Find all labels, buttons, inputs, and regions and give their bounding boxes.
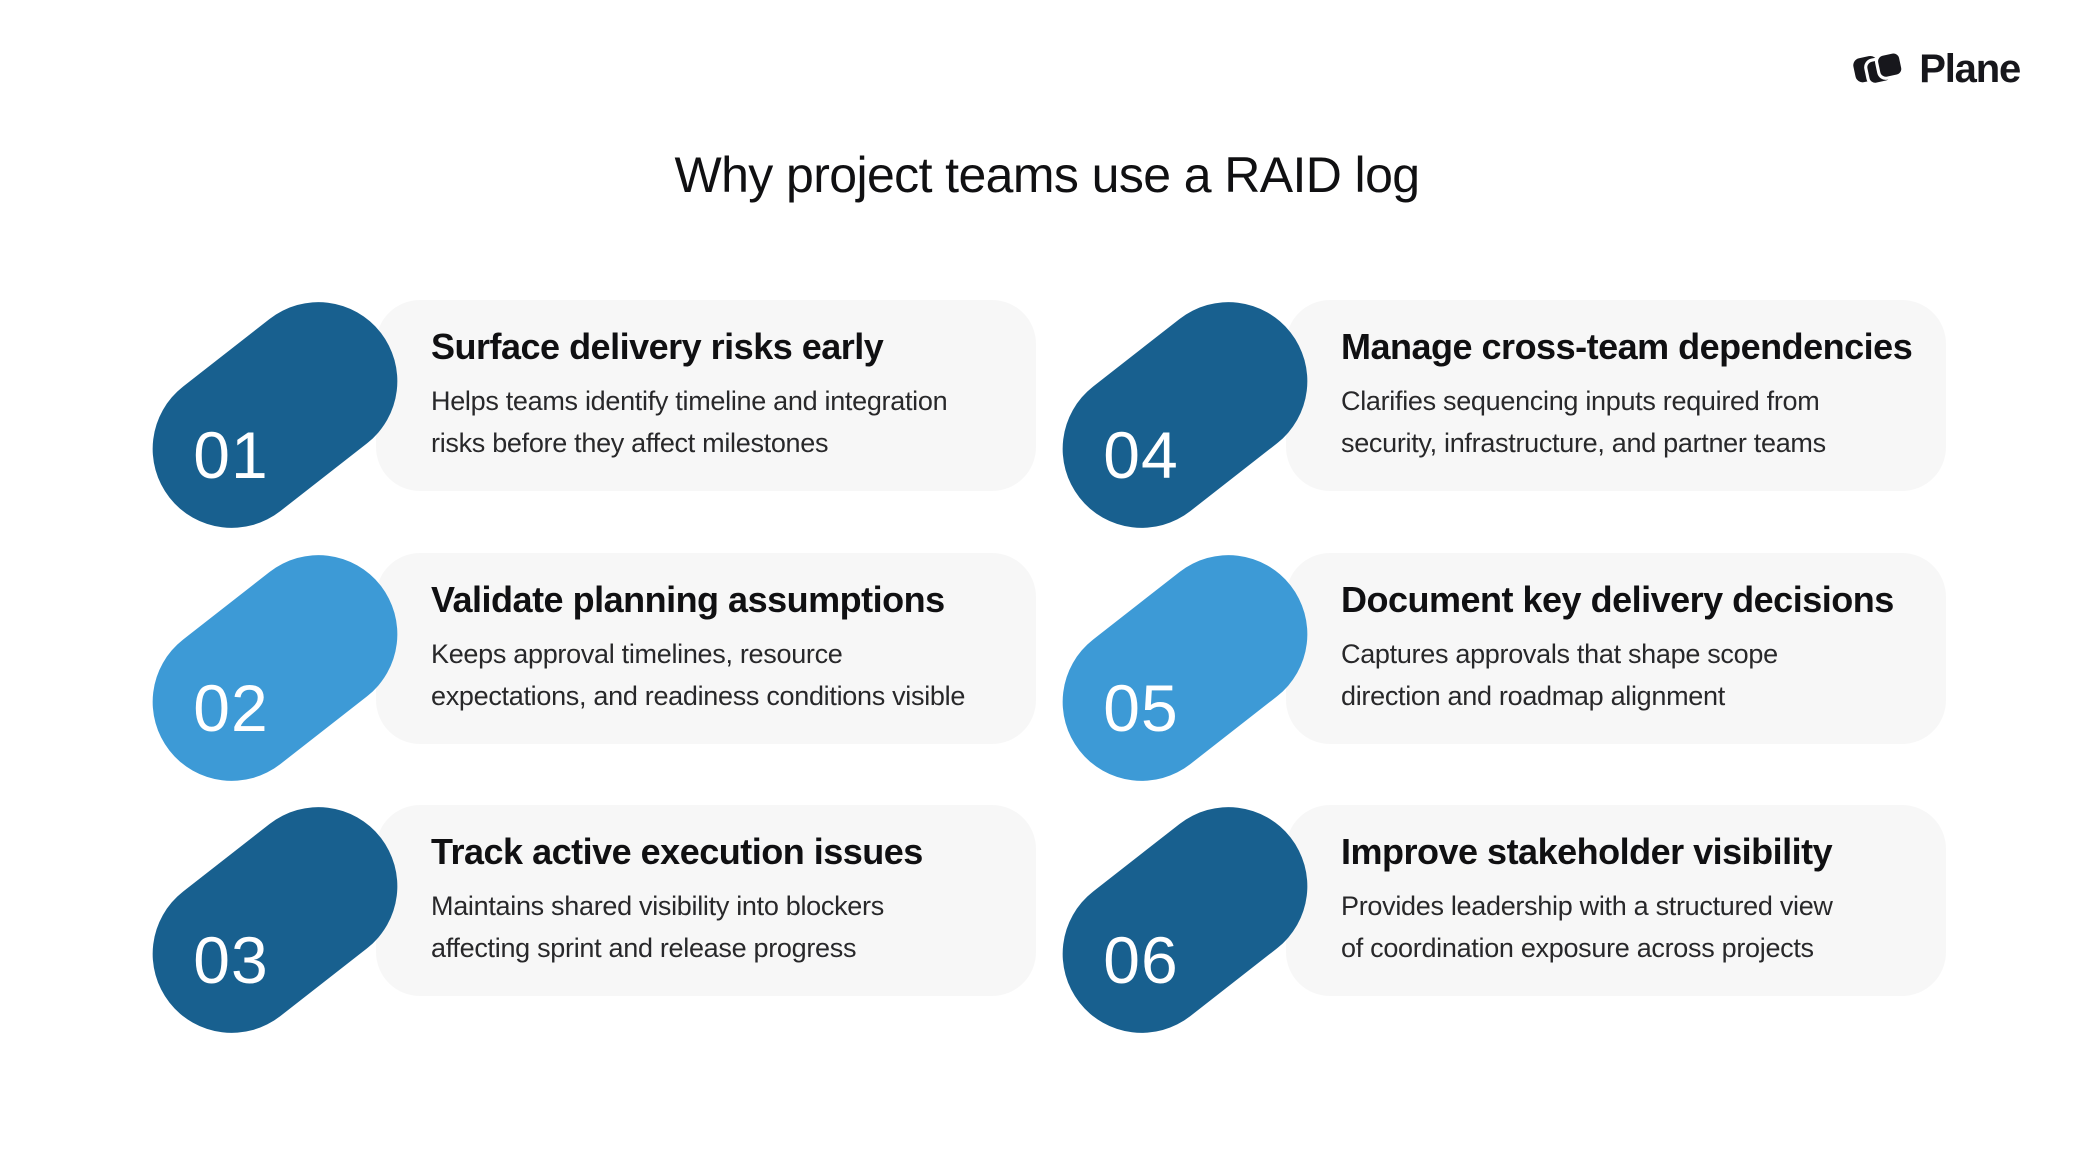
item-description: Helps teams identify timeline and integr… xyxy=(431,386,948,458)
raid-item-06: Improve stakeholder visibility Provides … xyxy=(1030,775,1947,1065)
raid-item-01: Surface delivery risks early Helps teams… xyxy=(120,270,1037,560)
item-card: Track active execution issues Maintains … xyxy=(376,805,1036,996)
item-number: 02 xyxy=(193,671,269,745)
raid-item-02: Validate planning assumptions Keeps appr… xyxy=(120,523,1037,813)
item-card: Improve stakeholder visibility Provides … xyxy=(1286,805,1946,996)
plane-logo-icon xyxy=(1849,42,1907,96)
item-number: 03 xyxy=(193,923,269,997)
item-title: Document key delivery decisions xyxy=(1341,579,1894,620)
item-description: Clarifies sequencing inputs required fro… xyxy=(1341,386,1826,458)
item-card: Surface delivery risks early Helps teams… xyxy=(376,300,1036,491)
number-pill xyxy=(1030,523,1340,813)
number-pill xyxy=(1030,270,1340,560)
item-card: Validate planning assumptions Keeps appr… xyxy=(376,553,1036,744)
item-description: Keeps approval timelines, resource expec… xyxy=(431,639,966,711)
raid-item-04: Manage cross-team dependencies Clarifies… xyxy=(1030,270,1947,560)
item-card: Document key delivery decisions Captures… xyxy=(1286,553,1946,744)
brand-lockup: Plane xyxy=(1849,42,2021,96)
item-title: Surface delivery risks early xyxy=(431,326,884,367)
number-pill xyxy=(120,523,430,813)
brand-name: Plane xyxy=(1919,46,2021,91)
number-pill xyxy=(1030,775,1340,1065)
item-number: 06 xyxy=(1103,923,1179,997)
item-title: Track active execution issues xyxy=(431,831,923,872)
item-description: Maintains shared visibility into blocker… xyxy=(431,891,884,963)
item-number: 05 xyxy=(1103,671,1179,745)
item-title: Validate planning assumptions xyxy=(431,579,945,620)
number-pill xyxy=(120,270,430,560)
item-title: Improve stakeholder visibility xyxy=(1341,831,1833,872)
item-card: Manage cross-team dependencies Clarifies… xyxy=(1286,300,1946,491)
raid-item-05: Document key delivery decisions Captures… xyxy=(1030,523,1947,813)
item-number: 04 xyxy=(1103,418,1179,492)
item-description: Provides leadership with a structured vi… xyxy=(1341,891,1833,963)
item-title: Manage cross-team dependencies xyxy=(1341,326,1913,367)
item-number: 01 xyxy=(193,418,269,492)
item-description: Captures approvals that shape scope dire… xyxy=(1341,639,1778,711)
raid-item-03: Track active execution issues Maintains … xyxy=(120,775,1037,1065)
page-title: Why project teams use a RAID log xyxy=(674,147,1421,203)
number-pill xyxy=(120,775,430,1065)
